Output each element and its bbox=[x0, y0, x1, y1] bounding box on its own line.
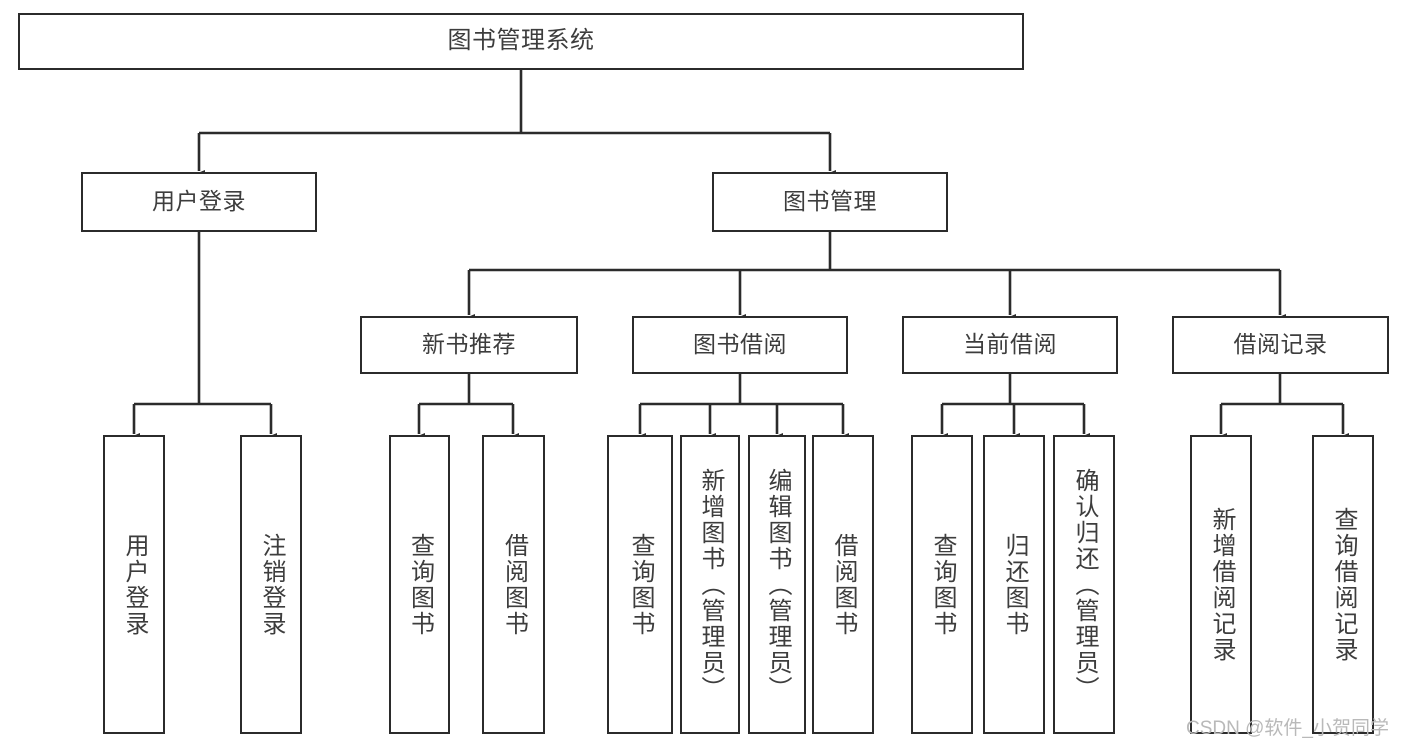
node-leaf-return-book[interactable]: 归还图书 bbox=[983, 435, 1045, 734]
node-leaf-user-login-label: 用户登录 bbox=[120, 532, 148, 637]
node-leaf-query-record-label: 查询借阅记录 bbox=[1329, 506, 1357, 663]
node-leaf-add-book[interactable]: 新增图书（管理员） bbox=[680, 435, 740, 734]
node-leaf-borrow-book-2-label: 借阅图书 bbox=[829, 532, 857, 637]
node-current-borrow-label: 当前借阅 bbox=[963, 331, 1057, 358]
node-borrow-record-label: 借阅记录 bbox=[1233, 331, 1328, 358]
node-leaf-query-book-1-label: 查询图书 bbox=[406, 532, 434, 637]
node-new-book-recommend[interactable]: 新书推荐 bbox=[360, 316, 578, 374]
node-leaf-edit-book[interactable]: 编辑图书（管理员） bbox=[748, 435, 806, 734]
node-leaf-borrow-book-1[interactable]: 借阅图书 bbox=[482, 435, 545, 734]
node-leaf-query-record[interactable]: 查询借阅记录 bbox=[1312, 435, 1374, 734]
node-leaf-borrow-book-2[interactable]: 借阅图书 bbox=[812, 435, 874, 734]
node-leaf-logout[interactable]: 注销登录 bbox=[240, 435, 302, 734]
node-user-login-label: 用户登录 bbox=[152, 188, 246, 215]
node-leaf-edit-book-label: 编辑图书（管理员） bbox=[763, 467, 791, 702]
node-leaf-query-book-2[interactable]: 查询图书 bbox=[607, 435, 673, 734]
node-leaf-confirm-return[interactable]: 确认归还（管理员） bbox=[1053, 435, 1115, 734]
node-leaf-query-book-3-label: 查询图书 bbox=[928, 532, 956, 637]
node-current-borrow[interactable]: 当前借阅 bbox=[902, 316, 1118, 374]
csdn-watermark: CSDN @软件_小贺同学 bbox=[1186, 718, 1389, 739]
node-leaf-query-book-3[interactable]: 查询图书 bbox=[911, 435, 973, 734]
node-leaf-add-book-label: 新增图书（管理员） bbox=[696, 467, 724, 702]
node-leaf-logout-label: 注销登录 bbox=[257, 532, 285, 637]
node-book-borrow[interactable]: 图书借阅 bbox=[632, 316, 848, 374]
node-leaf-add-record[interactable]: 新增借阅记录 bbox=[1190, 435, 1252, 734]
node-new-book-recommend-label: 新书推荐 bbox=[422, 331, 516, 358]
node-root-label: 图书管理系统 bbox=[447, 27, 595, 55]
node-borrow-record[interactable]: 借阅记录 bbox=[1172, 316, 1389, 374]
node-user-login[interactable]: 用户登录 bbox=[81, 172, 317, 232]
node-root[interactable]: 图书管理系统 bbox=[18, 13, 1024, 70]
node-book-manage[interactable]: 图书管理 bbox=[712, 172, 948, 232]
node-leaf-borrow-book-1-label: 借阅图书 bbox=[500, 532, 528, 637]
node-book-borrow-label: 图书借阅 bbox=[693, 331, 787, 358]
node-leaf-return-book-label: 归还图书 bbox=[1000, 532, 1028, 637]
node-leaf-query-book-1[interactable]: 查询图书 bbox=[389, 435, 450, 734]
node-leaf-user-login[interactable]: 用户登录 bbox=[103, 435, 165, 734]
node-leaf-confirm-return-label: 确认归还（管理员） bbox=[1070, 467, 1098, 702]
node-leaf-add-record-label: 新增借阅记录 bbox=[1207, 506, 1235, 663]
node-leaf-query-book-2-label: 查询图书 bbox=[626, 532, 654, 637]
node-book-manage-label: 图书管理 bbox=[783, 188, 877, 215]
